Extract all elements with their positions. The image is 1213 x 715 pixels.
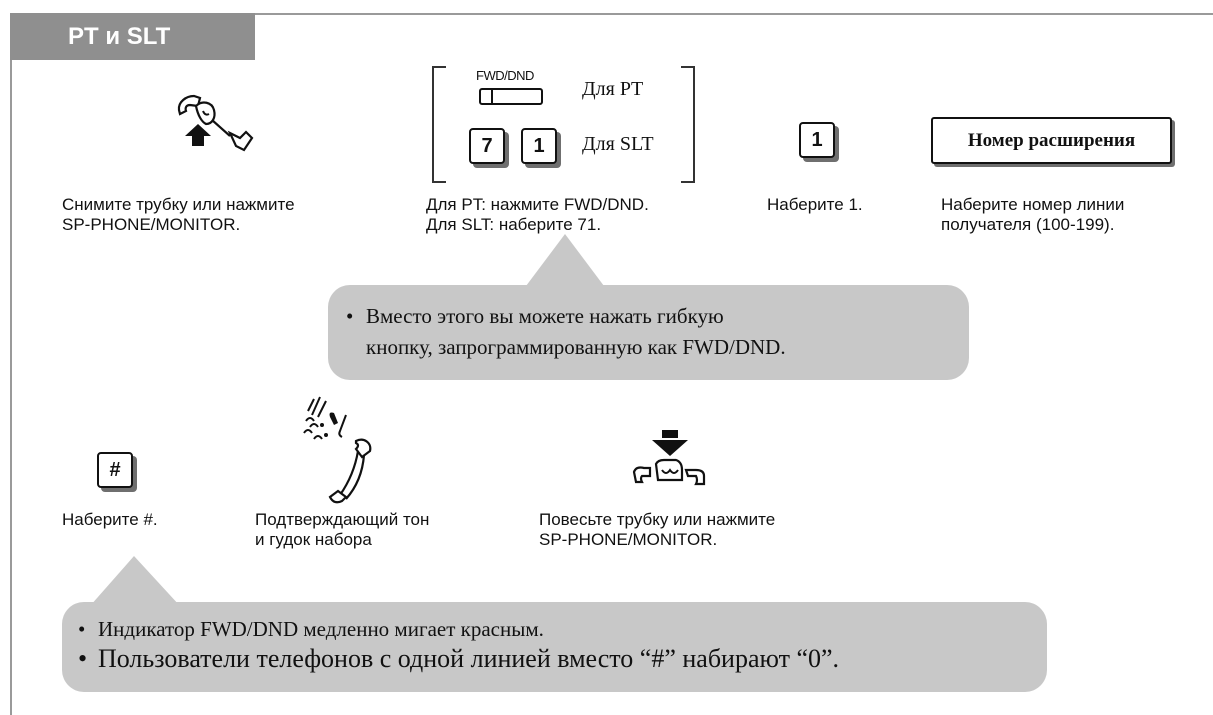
step5-caption: Наберите #. [62, 510, 158, 529]
confirmation-tone-handset-icon [303, 396, 372, 504]
key-7[interactable]: 7 [469, 128, 505, 164]
step6-caption: Подтверждающий тон и гудок набора [255, 510, 430, 549]
frame-top-border [10, 13, 1213, 15]
note1-text: Вместо этого вы можете нажать гибкуюкноп… [346, 301, 786, 363]
fwd-dnd-button[interactable] [479, 88, 543, 105]
slt-label: Для SLT [582, 133, 654, 155]
note2-pointer [90, 556, 180, 606]
right-bracket [681, 66, 695, 183]
step4-caption: Наберите номер линии получателя (100-199… [941, 195, 1125, 234]
step3-caption: Наберите 1. [767, 195, 863, 214]
key-1-dial[interactable]: 1 [799, 122, 835, 158]
step7-caption: Повесьте трубку или нажмите SP-PHONE/MON… [539, 510, 776, 549]
key-1[interactable]: 1 [521, 128, 557, 164]
note2-item-2: Пользователи телефонов с одной линией вм… [78, 644, 839, 674]
left-bracket [432, 66, 446, 183]
fwd-dnd-button-label: FWD/DND [476, 68, 534, 83]
pt-label: Для PT [582, 78, 644, 100]
handset-hang-up-icon [632, 430, 706, 486]
handset-lift-icon [177, 94, 254, 152]
section-tab: PT и SLT [10, 13, 255, 60]
extension-number-box[interactable]: Номер расширения [931, 117, 1172, 164]
note1-pointer [520, 234, 610, 294]
key-hash[interactable]: # [97, 452, 133, 488]
step2-caption: Для PT: нажмите FWD/DND. Для SLT: набери… [426, 195, 649, 234]
note1-bubble: Вместо этого вы можете нажать гибкуюкноп… [328, 285, 969, 380]
note2-bubble: Индикатор FWD/DND медленно мигает красны… [62, 602, 1047, 692]
step1-caption: Снимите трубку или нажмите SP-PHONE/MONI… [62, 195, 295, 234]
note2-item-1: Индикатор FWD/DND медленно мигает красны… [78, 614, 839, 644]
frame-left-border [10, 13, 12, 715]
